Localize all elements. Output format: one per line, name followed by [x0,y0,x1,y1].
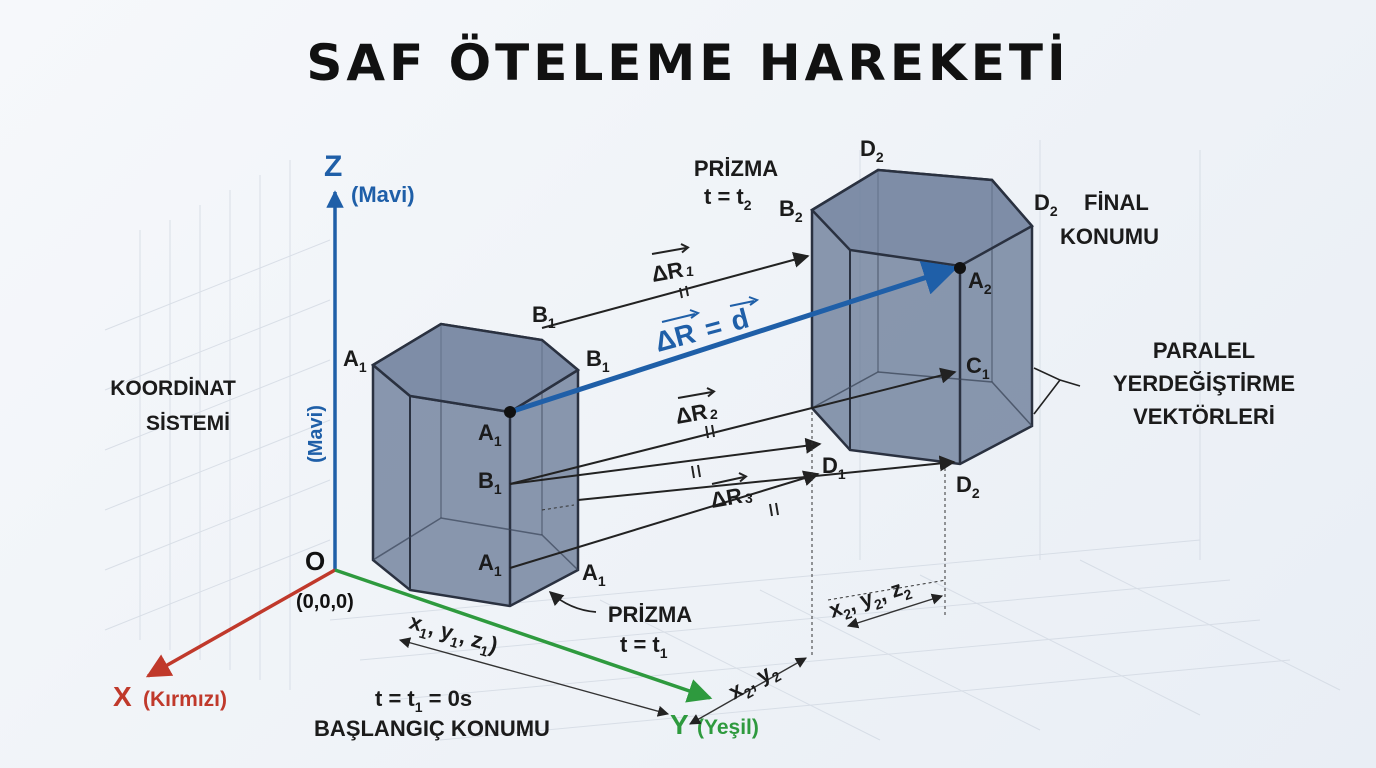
prism-final-time: t = t2 [704,184,752,213]
dr2-label: ΔR 2 [674,387,718,429]
z-axis-side-note: (Mavi) [305,405,327,463]
vector-dr3-lower [509,470,820,569]
vector-dr1 [541,252,810,329]
vector-dr2-upper [509,367,957,485]
svg-text:A1: A1 [343,346,367,375]
coordinate-system-line2: SİSTEMİ [146,412,230,435]
dr3-sub: 3 [745,490,753,506]
parallel-bracket [1033,367,1062,415]
dr3-main: ΔR [709,483,745,513]
start-line2: BAŞLANGIÇ KONUMU [314,716,550,741]
displacement-arrows [509,252,957,569]
svg-text:C1: C1 [966,353,990,382]
parallel-bracket-stem [1059,379,1081,387]
point-a2-center [954,262,966,274]
x-axis [145,568,336,678]
vector-dr3-upper [577,455,956,501]
prism-final-name: PRİZMA [694,156,778,181]
main-displacement-vector [509,261,959,415]
dr2-sub: 2 [710,406,718,422]
dr3-label: ΔR 3 [709,472,753,513]
dimension-lines [398,412,947,725]
dr1-main: ΔR [650,257,686,287]
main-vector-right: d [728,302,753,336]
background-grid [104,140,1341,741]
z-axis-color-note: (Mavi) [351,182,415,207]
parallel-line3: VEKTÖRLERİ [1133,404,1275,429]
coordinate-system-line1: KOORDİNAT [110,377,236,400]
svg-text:D2: D2 [860,136,884,165]
svg-text:B2: B2 [779,196,803,225]
dimension-x2y2z2: x2, y2, z2 [826,573,914,626]
prism-initial [370,322,581,608]
y-axis-color-note: (Yeşil) [697,716,759,739]
svg-text:A1: A1 [582,560,606,589]
dr2-main: ΔR [674,399,710,429]
origin-label: O [305,546,325,576]
page-title: SAF ÖTELEME HAREKETİ [306,33,1069,92]
x-axis-label: X [113,681,132,712]
svg-text:B1: B1 [586,346,610,375]
final-label-line2: KONUMU [1060,224,1159,249]
svg-text:D2: D2 [956,472,980,501]
parallel-line2: YERDEĞİŞTİRME [1113,371,1295,396]
x-axis-color-note: (Kırmızı) [143,688,227,711]
prism-initial-name: PRİZMA [608,602,692,627]
svg-text:B1: B1 [478,468,502,497]
y-axis-label: Y [670,709,689,740]
svg-text:A1: A1 [478,420,502,449]
parallel-line1: PARALEL [1153,338,1255,363]
main-vector-eq: = [702,311,726,345]
prism-initial-pointer [548,591,597,613]
dimension-x1y1z1: x1, y1, z1) [406,609,501,662]
svg-text:B1: B1 [532,302,556,331]
dr1-sub: 1 [686,263,694,279]
final-label-line1: FİNAL [1084,190,1149,215]
prism-final [810,168,1034,466]
prism-initial-time: t = t1 [620,632,668,661]
svg-text:D1: D1 [822,453,846,482]
prism-initial-labels: A1 B1 B1 A1 B1 A1 A1 [343,302,610,589]
point-a1-center [504,406,516,418]
prism-final-labels: D2 B2 D2 A2 C1 D1 D2 [779,136,1058,501]
start-line1: t = t1 = 0s [375,686,472,715]
z-axis-label: Z [324,150,342,183]
svg-text:D2: D2 [1034,190,1058,219]
origin-coords: (0,0,0) [296,591,354,613]
svg-text:A2: A2 [968,268,992,297]
dr1-label: ΔR 1 [650,243,694,287]
svg-text:A1: A1 [478,550,502,579]
vector-dr2-lower [509,437,822,485]
